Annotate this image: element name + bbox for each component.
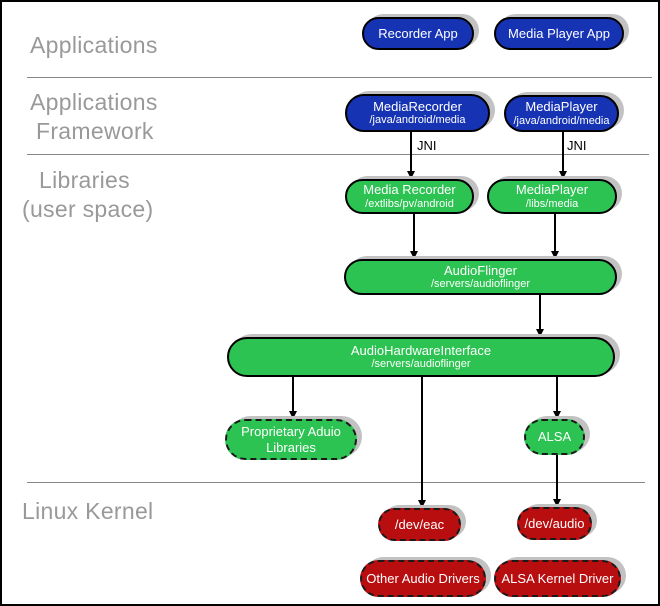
node-audioflinger: AudioFlinger /servers/audioflinger [344,259,617,295]
arrow-ahi-to-alsa [552,377,562,419]
arrow-alsa-to-dev-audio [552,455,562,507]
section-label-linux-kernel: Linux Kernel [22,498,154,524]
node-label: Other Audio Drivers [366,570,480,586]
node-label: ALSA Kernel Driver [501,570,614,586]
node-label: /dev/audio [524,515,585,531]
node-mediaplayer-lib: MediaPlayer /libs/media [487,179,617,214]
node-recorder-app: Recorder App [362,17,474,50]
node-label: MediaRecorder [373,98,462,114]
node-label: AudioFlinger [444,262,517,278]
node-label: MediaPlayer [525,99,598,115]
node-alsa-kernel-driver: ALSA Kernel Driver [494,560,621,597]
node-path: /java/android/media [369,114,466,127]
arrow-ahi-to-proprietary [288,377,298,419]
node-dev-audio: /dev/audio [517,507,592,540]
section-label-libraries: Libraries(user space) [22,167,154,223]
divider-applications-framework [27,77,652,78]
node-mediaplayer-framework: MediaPlayer /java/android/media [504,95,619,132]
node-path: /java/android/media [513,114,610,127]
arrow-mediarecorder-to-lib [406,132,416,179]
section-label-applications: Applications [30,32,158,58]
node-path: /extlibs/pv/android [365,197,454,210]
node-media-recorder-lib: Media Recorder /extlibs/pv/android [345,179,474,214]
node-label: ALSA [537,429,572,445]
node-path: /servers/audioflinger [371,358,471,371]
node-media-player-app: Media Player App [494,17,624,50]
arrow-mediaplayer-to-lib [558,132,568,179]
arrow-playerlib-to-audioflinger [550,214,560,259]
node-dev-eac: /dev/eac [378,508,461,541]
node-label: Media Player App [508,25,610,41]
node-label: Proprietary Aduio Libraries [241,423,341,455]
node-label: /dev/eac [394,516,445,532]
node-label: Recorder App [378,25,458,41]
node-label: MediaPlayer [515,182,589,198]
arrow-recorderlib-to-audioflinger [409,214,419,259]
divider-framework-libraries [27,154,649,155]
node-path: /libs/media [525,197,579,210]
arrow-audioflinger-to-ahi [535,295,545,337]
node-label: AudioHardwareInterface [350,342,492,358]
node-audiohardwareinterface: AudioHardwareInterface /servers/audiofli… [227,337,615,377]
node-other-audio-drivers: Other Audio Drivers [360,560,486,597]
jni-label-recorder: JNI [417,138,437,153]
arrow-ahi-to-dev-eac [417,377,427,508]
node-mediarecorder-framework: MediaRecorder /java/android/media [345,94,490,132]
node-path: /servers/audioflinger [430,278,531,291]
node-label: Media Recorder [363,182,456,198]
node-alsa: ALSA [524,419,585,455]
node-proprietary-audio-libraries: Proprietary Aduio Libraries [225,419,357,460]
jni-label-player: JNI [567,138,587,153]
divider-libraries-kernel [27,482,645,483]
